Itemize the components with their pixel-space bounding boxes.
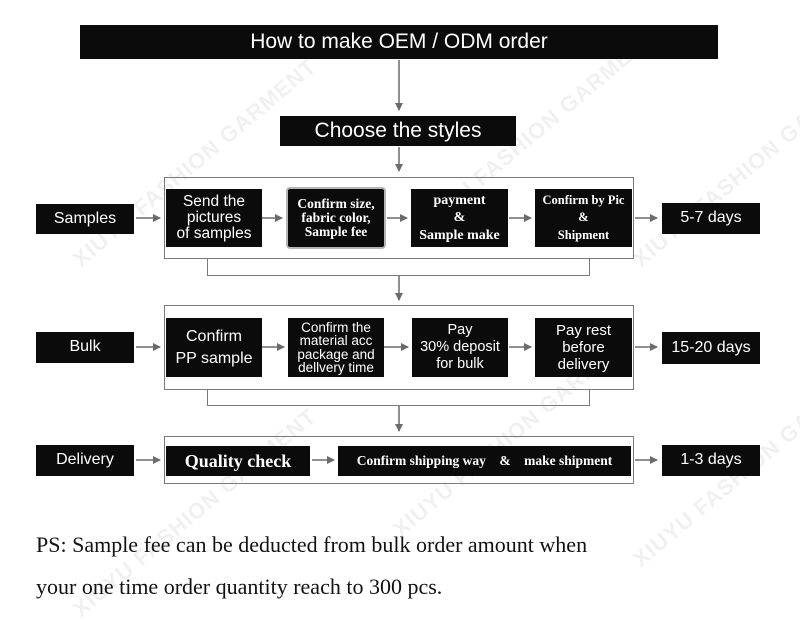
samples-step-1: Send the pictures of samples [166, 189, 262, 247]
bulk-label: Bulk [36, 332, 134, 363]
delivery-frame [164, 436, 634, 484]
samples-step-4: Confirm by Pic & Shipment [535, 189, 632, 247]
delivery-duration: 1-3 days [662, 445, 760, 476]
samples-step-2: Confirm size, fabric color, Sample fee [286, 187, 386, 249]
bulk-bracket [207, 390, 590, 406]
bulk-frame [164, 305, 634, 390]
samples-step-3: payment & Sample make [411, 189, 508, 247]
delivery-label: Delivery [36, 445, 134, 476]
bulk-duration: 15-20 days [662, 332, 760, 364]
bulk-step-1: Confirm PP sample [166, 318, 262, 377]
page-title: How to make OEM / ODM order [80, 25, 718, 59]
bulk-step-4: Pay rest before delivery [535, 318, 632, 377]
quality-check-step: Quality check [166, 446, 310, 476]
samples-bracket [207, 259, 590, 276]
bulk-step-2: Confirm the material acc package and del… [288, 318, 384, 377]
ps-note-line-2: your one time order quantity reach to 30… [36, 574, 443, 599]
samples-label: Samples [36, 204, 134, 234]
samples-duration: 5-7 days [662, 203, 760, 234]
choose-styles-box: Choose the styles [280, 116, 516, 146]
ps-note-line-1: PS: Sample fee can be deducted from bulk… [36, 532, 588, 557]
shipment-step: Confirm shipping way & make shipment [338, 446, 631, 476]
samples-frame [164, 177, 634, 259]
bulk-step-3: Pay 30% deposit for bulk [412, 318, 508, 377]
